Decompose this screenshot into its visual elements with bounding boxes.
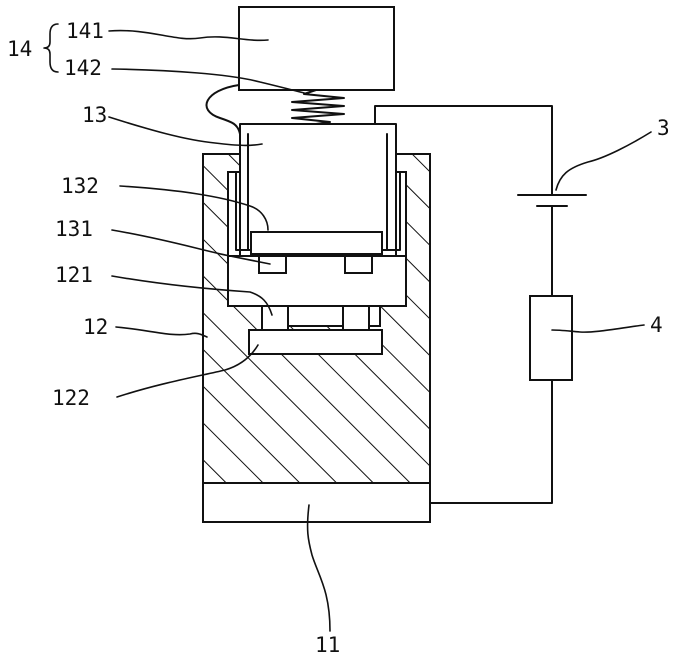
load-4: [530, 296, 572, 380]
label-122: 122: [52, 386, 90, 410]
label-3: 3: [657, 116, 670, 140]
flex-wire: [206, 85, 240, 134]
base-plate-11: [203, 483, 430, 522]
actuator-box-141: [239, 7, 394, 90]
label-142: 142: [64, 56, 102, 80]
label-132: 132: [61, 174, 99, 198]
label-121: 121: [55, 263, 93, 287]
contact-plate-132: [251, 232, 382, 254]
label-12: 12: [83, 315, 108, 339]
power-source-3: [518, 195, 586, 206]
group-brace-14: [44, 24, 58, 72]
contact-plate-122: [249, 330, 382, 354]
spring-142: [292, 90, 344, 124]
label-141: 141: [66, 19, 104, 43]
label-11: 11: [315, 633, 340, 657]
label-14: 14: [7, 37, 32, 61]
label-13: 13: [82, 103, 107, 127]
label-4: 4: [650, 313, 663, 337]
label-131: 131: [55, 217, 93, 241]
